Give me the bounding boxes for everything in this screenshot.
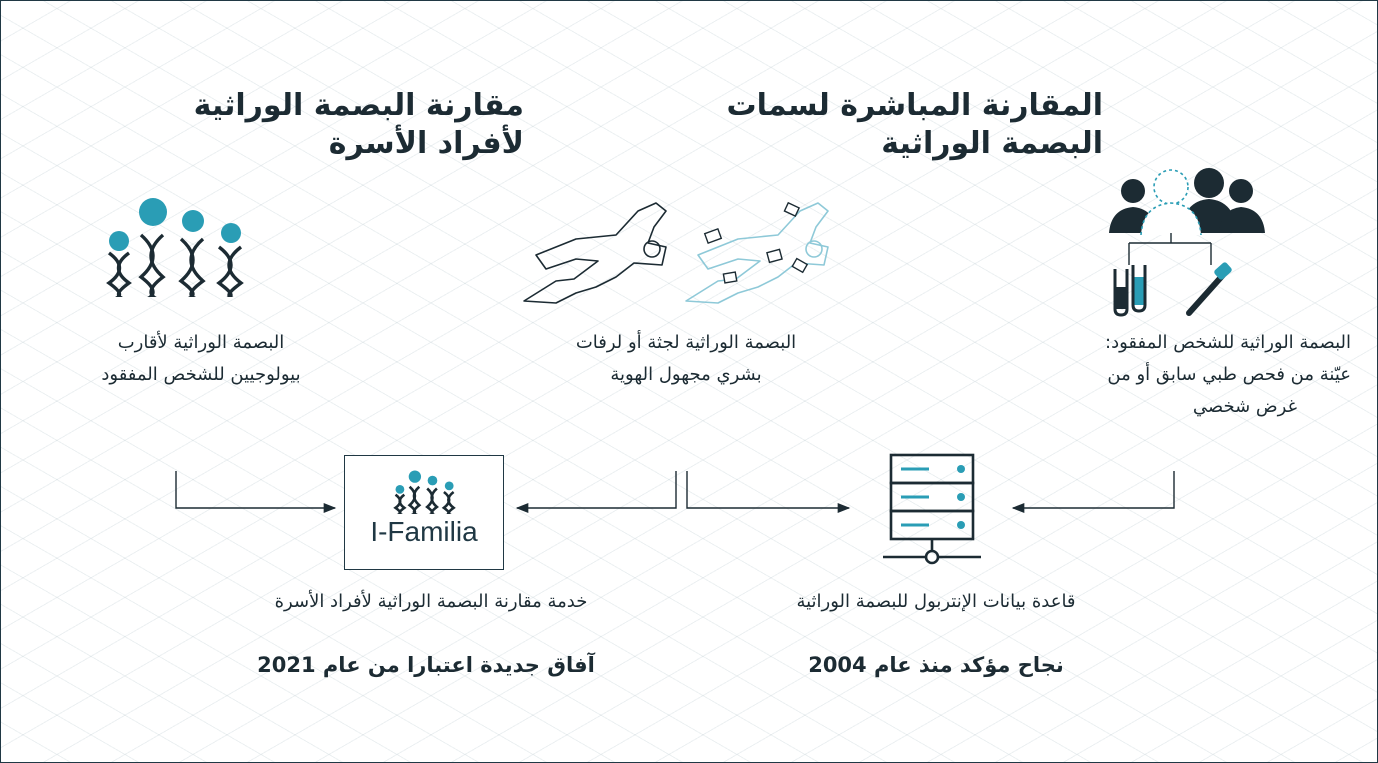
caption-unknown-body: البصمة الوراثية لجثة أو لرفات بشري مجهول… [521,327,851,391]
caption-missing-line2: عيّنة من فحص طبي سابق أو من [1107,364,1351,385]
heading-direct-line1: المقارنة المباشرة لسمات [726,88,1104,123]
heading-family-line2: لأفراد الأسرة [328,126,524,161]
heading-family-line1: مقارنة البصمة الوراثية [193,88,524,123]
caption-missing-line1: البصمة الوراثية للشخص المفقود: [1105,332,1351,353]
toothbrush-icon [1186,262,1232,316]
caption-body-line2: بشري مجهول الهوية [610,364,762,385]
heading-direct-comparison: المقارنة المباشرة لسمات البصمة الوراثية [727,87,1104,163]
heading-direct-line2: البصمة الوراثية [881,126,1103,161]
ifamilia-logo-box: I-Familia [344,455,504,570]
caption-missing-line3: غرض شخصي [1192,396,1297,417]
caption-missing-person: البصمة الوراثية للشخص المفقود: عيّنة من … [1105,327,1351,423]
footer-since-2004: نجاح مؤكد منذ عام 2004 [808,653,1064,677]
heading-family-comparison: مقارنة البصمة الوراثية لأفراد الأسرة [194,87,524,163]
dna-family-small-icon [393,470,456,514]
sample-tree-lines [1128,233,1212,265]
dna-family-icon [106,198,244,297]
database-server-icon [883,453,981,565]
caption-body-line1: البصمة الوراثية لجثة أو لرفات [575,332,797,353]
caption-relatives: البصمة الوراثية لأقارب بيولوجيين للشخص ا… [61,327,341,391]
ifamilia-logo-text: I-Familia [370,516,478,547]
label-ifamilia-service: خدمة مقارنة البصمة الوراثية لأفراد الأسر… [274,591,588,612]
caption-relatives-line1: البصمة الوراثية لأقارب [117,332,285,353]
body-outline-icon [523,201,829,304]
label-interpol-database: قاعدة بيانات الإنتربول للبصمة الوراثية [796,591,1076,612]
caption-relatives-line2: بيولوجيين للشخص المفقود [101,364,301,385]
footer-from-2021: آفاق جديدة اعتبارا من عام 2021 [257,653,595,677]
test-tubes-icon [1113,265,1147,317]
missing-person-silhouettes-icon [1109,168,1265,236]
